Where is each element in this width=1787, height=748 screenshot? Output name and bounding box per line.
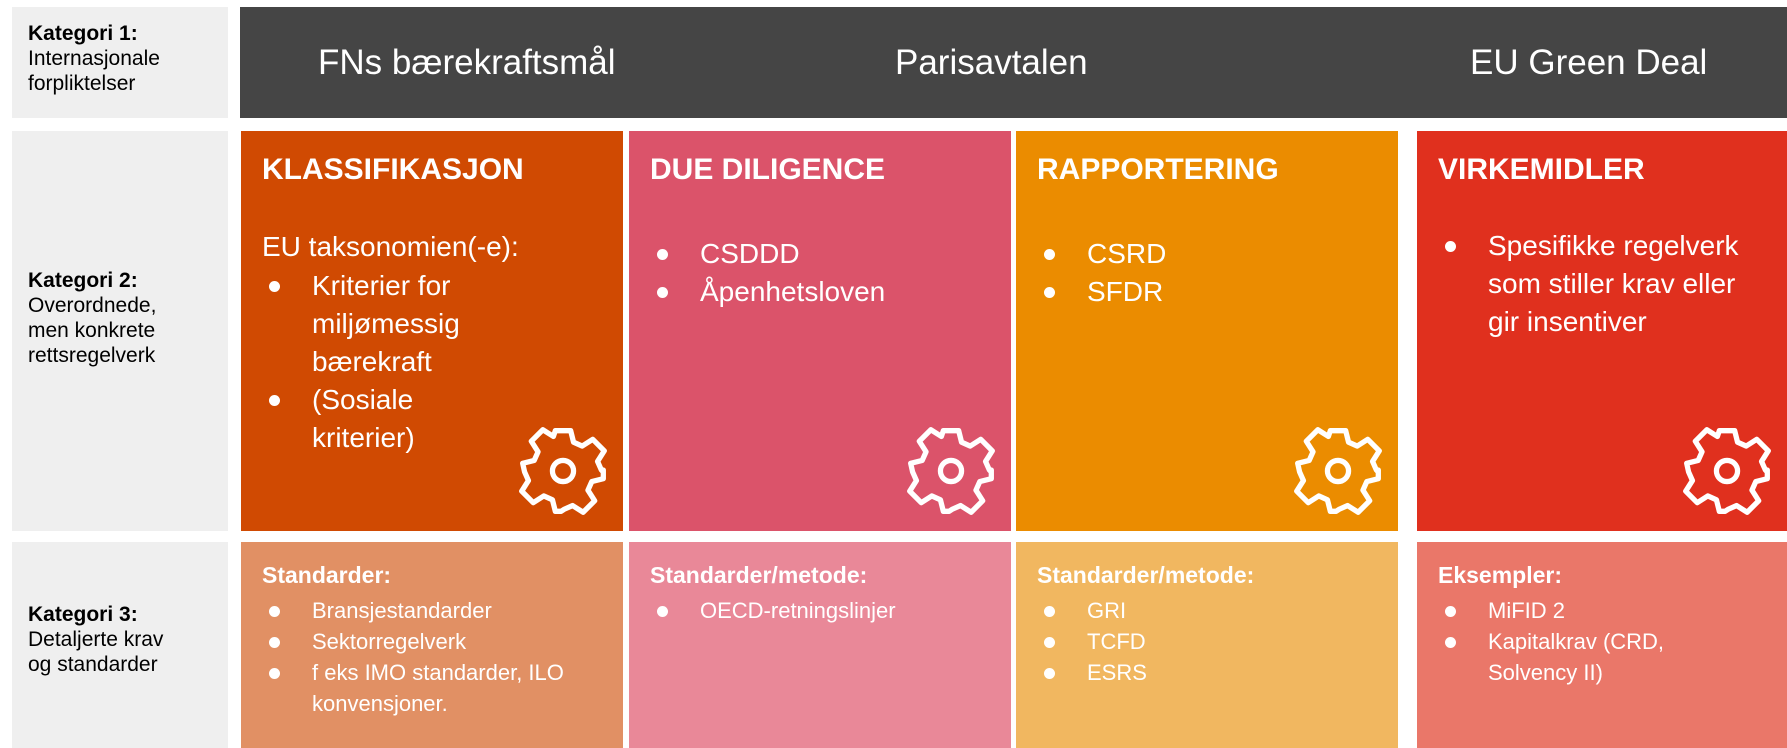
list-item: OECD-retningslinjer bbox=[650, 595, 896, 626]
box-due-diligence: DUE DILIGENCE CSDDD Åpenhetsloven bbox=[629, 131, 1011, 531]
banner-item-sdg: FNs bærekraftsmål bbox=[318, 43, 616, 82]
gear-icon bbox=[1290, 423, 1386, 519]
bullet-icon bbox=[269, 606, 280, 617]
list-item: SFDR bbox=[1037, 273, 1166, 311]
list-item: TCFD bbox=[1037, 626, 1147, 657]
category-2-line-3: rettsregelverk bbox=[28, 344, 156, 367]
box-classification-intro: EU taksonomien(-e): bbox=[262, 231, 519, 262]
list-item: Kapitalkrav (CRD, Solvency II) bbox=[1438, 626, 1698, 688]
box-standards-list: Bransjestandarder Sektorregelverk f eks … bbox=[262, 595, 602, 719]
box-due-diligence-list: CSDDD Åpenhetsloven bbox=[650, 235, 885, 311]
list-item: Sektorregelverk bbox=[262, 626, 602, 657]
international-commitments-banner: FNs bærekraftsmål Parisavtalen EU Green … bbox=[240, 7, 1787, 118]
banner-item-paris: Parisavtalen bbox=[895, 43, 1088, 82]
list-item: Bransjestandarder bbox=[262, 595, 602, 626]
box-instruments-title: VIRKEMIDLER bbox=[1438, 153, 1645, 186]
list-item: ESRS bbox=[1037, 657, 1147, 688]
bullet-icon bbox=[657, 606, 668, 617]
category-1-label: Kategori 1: Internasjonale forpliktelser bbox=[12, 7, 228, 118]
category-1-heading: Kategori 1: bbox=[28, 22, 138, 45]
category-3-line-1: Detaljerte krav bbox=[28, 628, 164, 651]
list-item: CSDDD bbox=[650, 235, 885, 273]
list-item: GRI bbox=[1037, 595, 1147, 626]
bullet-icon bbox=[269, 281, 280, 292]
category-3-line-2: og standarder bbox=[28, 653, 158, 676]
category-1-line-2: forpliktelser bbox=[28, 72, 136, 95]
box-standards-title: Standarder: bbox=[262, 562, 392, 588]
box-due-diligence-standards-list: OECD-retningslinjer bbox=[650, 595, 896, 626]
bullet-icon bbox=[1044, 249, 1055, 260]
box-reporting: RAPPORTERING CSRD SFDR bbox=[1016, 131, 1398, 531]
list-item: MiFID 2 bbox=[1438, 595, 1698, 626]
box-examples: Eksempler: MiFID 2 Kapitalkrav (CRD, Sol… bbox=[1417, 542, 1787, 748]
bullet-icon bbox=[657, 249, 668, 260]
bullet-icon bbox=[269, 637, 280, 648]
category-2-label: Kategori 2: Overordnede, men konkrete re… bbox=[12, 131, 228, 531]
bullet-icon bbox=[1445, 241, 1456, 252]
bullet-icon bbox=[1044, 637, 1055, 648]
box-classification-list: Kriterier for miljømessig bærekraft (Sos… bbox=[262, 267, 502, 457]
list-item: Åpenhetsloven bbox=[650, 273, 885, 311]
gear-icon bbox=[1679, 423, 1775, 519]
box-reporting-list: CSRD SFDR bbox=[1037, 235, 1166, 311]
box-reporting-standards-title: Standarder/metode: bbox=[1037, 562, 1255, 588]
category-2-heading: Kategori 2: bbox=[28, 269, 138, 292]
box-reporting-title: RAPPORTERING bbox=[1037, 153, 1279, 186]
category-1-line-1: Internasjonale bbox=[28, 47, 160, 70]
category-3-label: Kategori 3: Detaljerte krav og standarde… bbox=[12, 542, 228, 748]
list-item: Kriterier for miljømessig bærekraft bbox=[262, 267, 502, 381]
list-item: CSRD bbox=[1037, 235, 1166, 273]
category-2-line-1: Overordnede, bbox=[28, 294, 157, 317]
list-item: f eks IMO standarder, ILO konvensjoner. bbox=[262, 657, 602, 719]
bullet-icon bbox=[269, 668, 280, 679]
box-reporting-standards-list: GRI TCFD ESRS bbox=[1037, 595, 1147, 688]
bullet-icon bbox=[1445, 606, 1456, 617]
bullet-icon bbox=[657, 287, 668, 298]
bullet-icon bbox=[269, 395, 280, 406]
category-2-line-2: men konkrete bbox=[28, 319, 156, 342]
banner-item-green-deal: EU Green Deal bbox=[1470, 43, 1708, 82]
box-due-diligence-standards: Standarder/metode: OECD-retningslinjer bbox=[629, 542, 1011, 748]
bullet-icon bbox=[1044, 668, 1055, 679]
box-instruments-list: Spesifikke regelverk som stiller krav el… bbox=[1438, 227, 1768, 341]
box-classification: KLASSIFIKASJON EU taksonomien(-e): Krite… bbox=[241, 131, 623, 531]
box-standards: Standarder: Bransjestandarder Sektorrege… bbox=[241, 542, 623, 748]
bullet-icon bbox=[1044, 606, 1055, 617]
box-reporting-standards: Standarder/metode: GRI TCFD ESRS bbox=[1016, 542, 1398, 748]
box-examples-list: MiFID 2 Kapitalkrav (CRD, Solvency II) bbox=[1438, 595, 1698, 688]
box-classification-title: KLASSIFIKASJON bbox=[262, 153, 524, 186]
box-due-diligence-title: DUE DILIGENCE bbox=[650, 153, 886, 186]
bullet-icon bbox=[1445, 637, 1456, 648]
list-item: Spesifikke regelverk som stiller krav el… bbox=[1438, 227, 1768, 341]
category-3-heading: Kategori 3: bbox=[28, 603, 138, 626]
gear-icon bbox=[515, 423, 611, 519]
bullet-icon bbox=[1044, 287, 1055, 298]
list-item: (Sosiale kriterier) bbox=[262, 381, 502, 457]
box-due-diligence-standards-title: Standarder/metode: bbox=[650, 562, 868, 588]
box-instruments: VIRKEMIDLER Spesifikke regelverk som sti… bbox=[1417, 131, 1787, 531]
gear-icon bbox=[903, 423, 999, 519]
box-examples-title: Eksempler: bbox=[1438, 562, 1563, 588]
